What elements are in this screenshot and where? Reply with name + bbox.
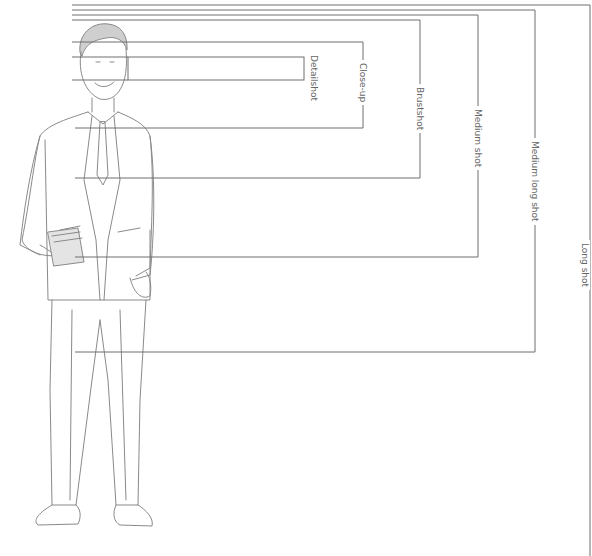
shot-label: Medium long shot [530,138,540,225]
detail-leader [72,80,128,81]
chest-shot-bracket [72,20,420,178]
shot-label: Medium shot [473,106,483,170]
detail-frame [128,57,304,80]
shot-label: Detailshot [309,52,319,104]
man-sketch [20,24,154,526]
detail-leader [72,57,128,58]
shot-label: Long shot [580,240,590,290]
close-up-bracket [72,42,363,128]
medium-long-bracket [72,10,535,352]
shot-label: Close-up [358,60,368,105]
long-shot-bracket [72,5,590,556]
framing-brackets [72,5,590,556]
shot-label: Brustshot [415,84,425,133]
medium-shot-bracket [72,15,478,257]
